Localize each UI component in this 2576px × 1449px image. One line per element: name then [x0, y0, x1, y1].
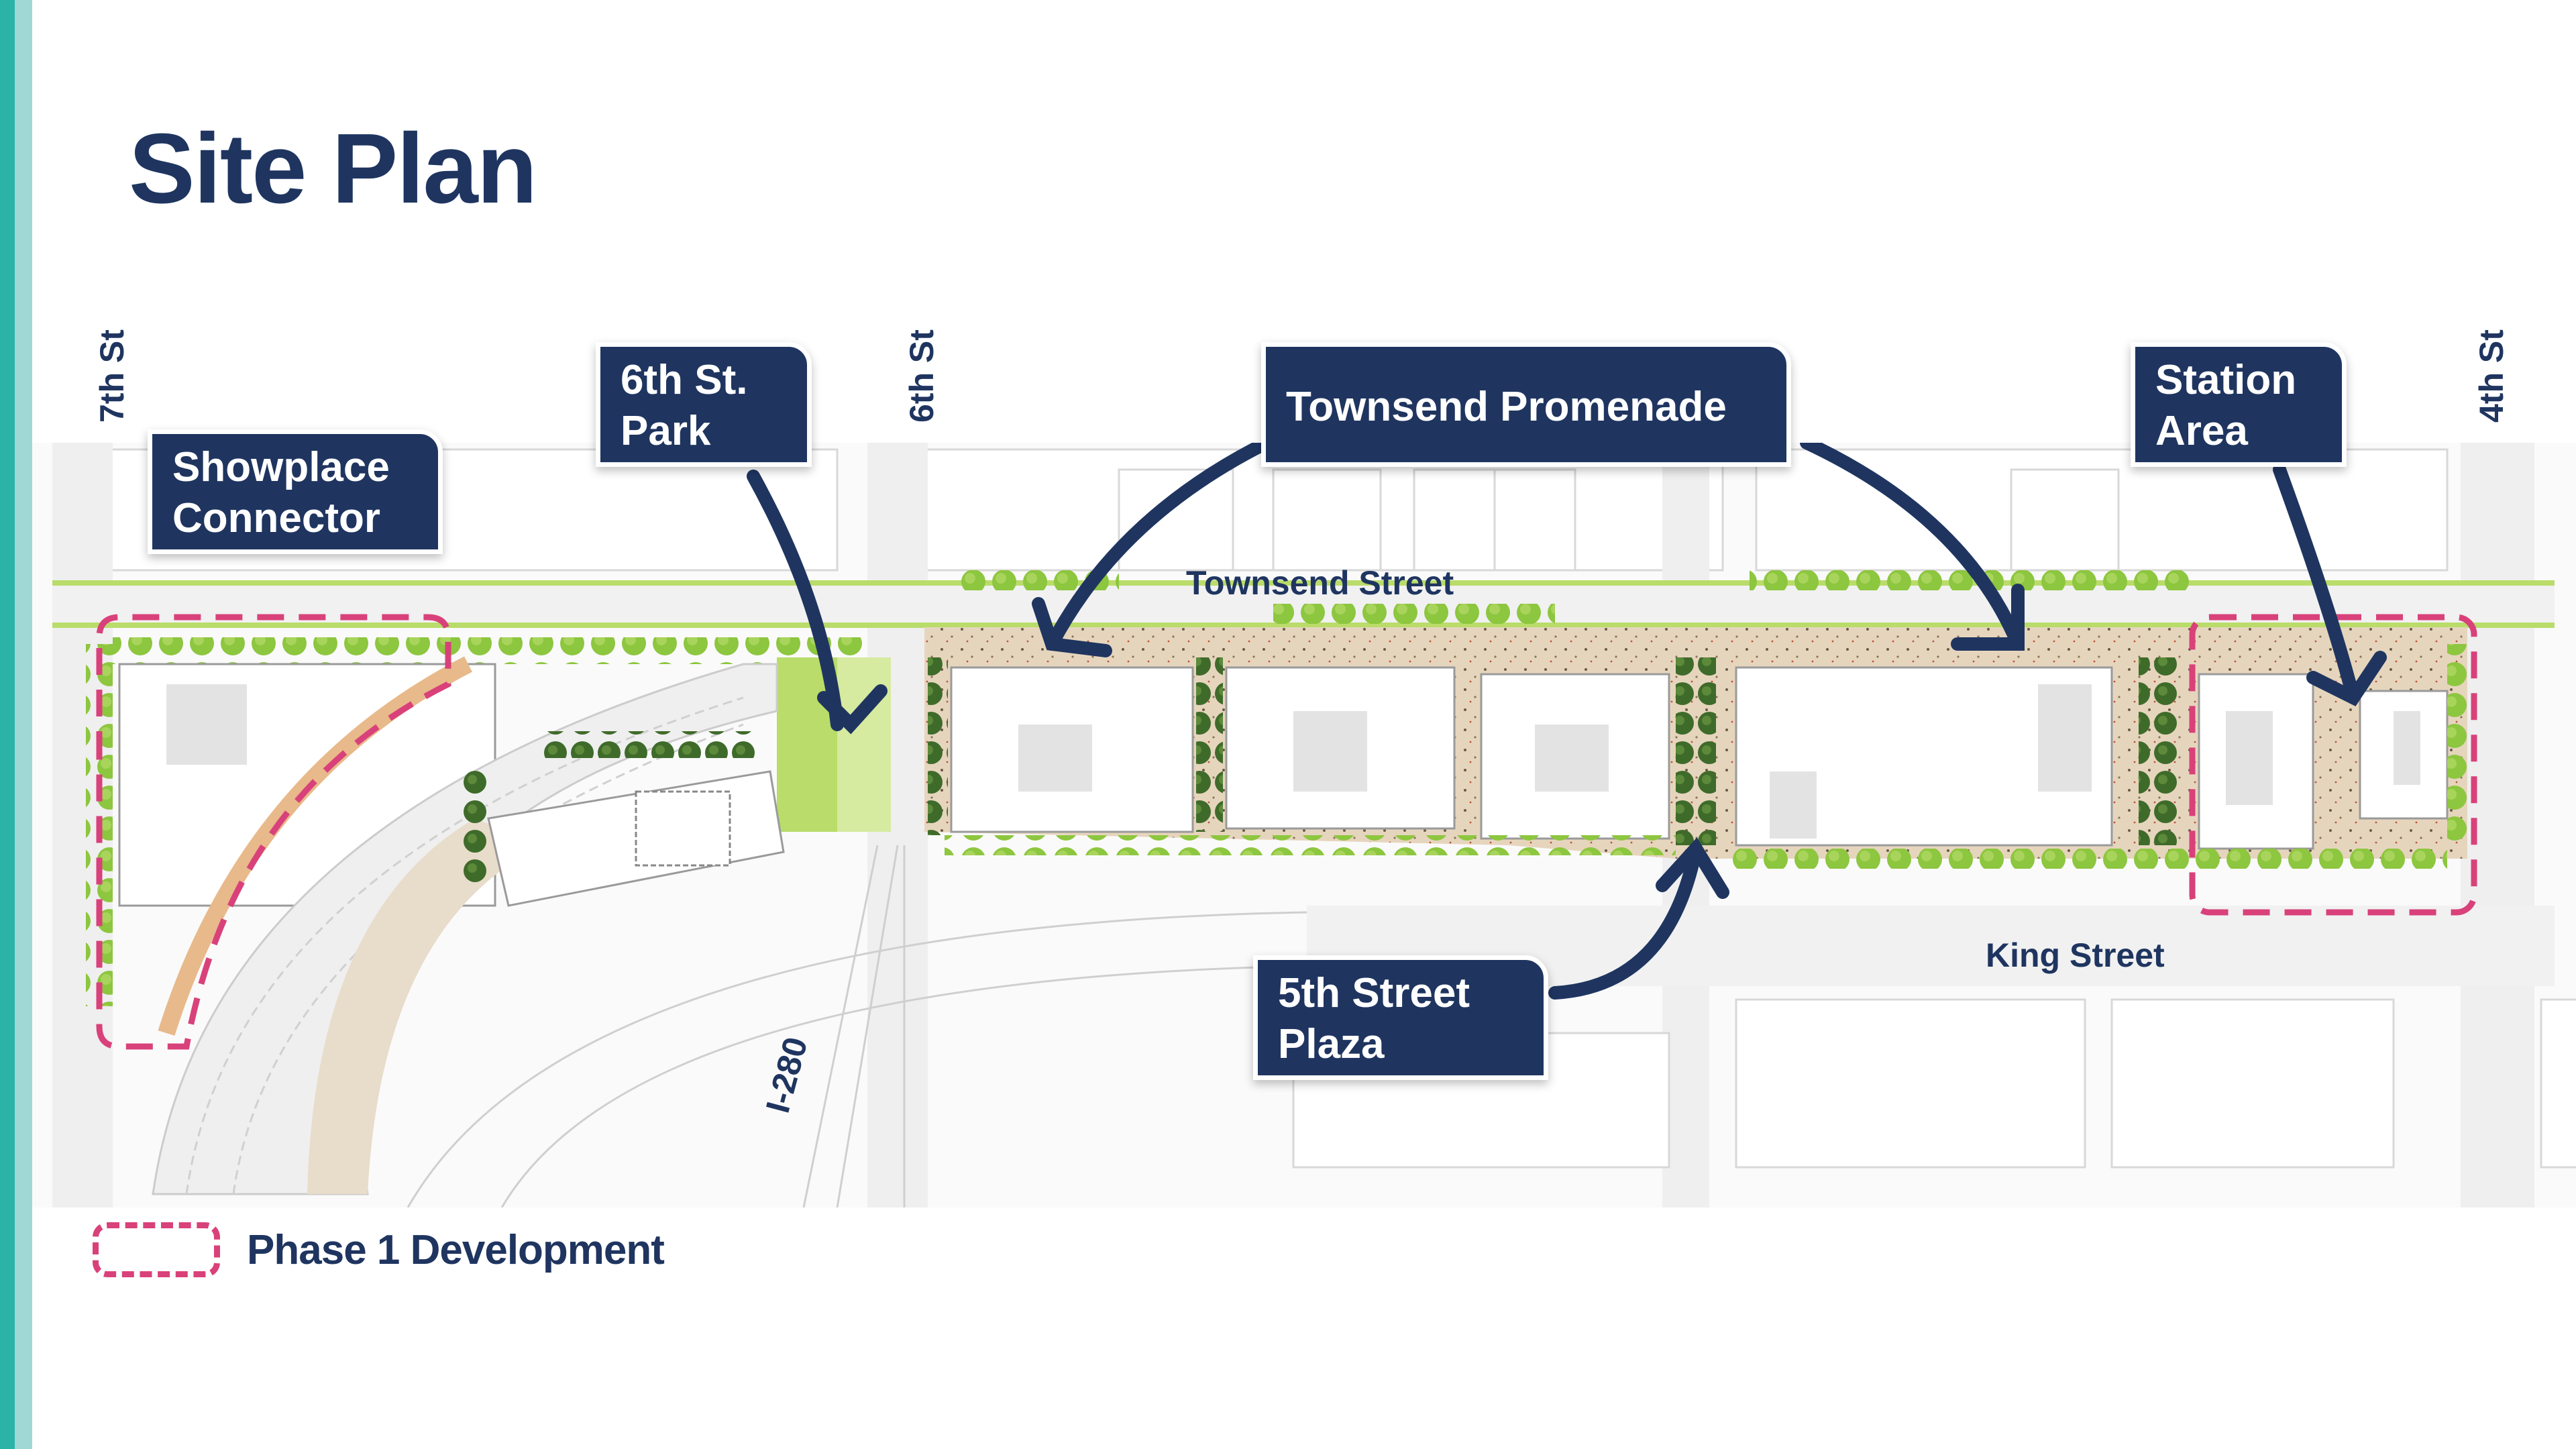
legend-label-phase1: Phase 1 Development — [247, 1226, 665, 1273]
phase1-dashed-outline-icon — [93, 1222, 220, 1277]
callout-showplace-connector: Showplace Connector — [148, 429, 443, 554]
cross-street-7th-label: 7th St — [93, 329, 131, 423]
callout-line: Area — [2155, 408, 2248, 454]
callout-sixth-st-park: 6th St. Park — [596, 342, 812, 467]
king-street-label: King Street — [1986, 936, 2165, 974]
townsend-street-label: Townsend Street — [1186, 564, 1454, 602]
callout-line: 6th St. — [621, 357, 748, 403]
accent-bar-light — [15, 0, 32, 1449]
callout-townsend-promenade: Townsend Promenade — [1261, 342, 1791, 467]
callout-line: 5th Street — [1278, 970, 1470, 1016]
callout-line: Station — [2155, 357, 2297, 403]
callout-fifth-street-plaza: 5th Street Plaza — [1253, 955, 1548, 1080]
accent-bar-dark — [0, 0, 15, 1449]
legend: Phase 1 Development — [93, 1220, 665, 1280]
callout-line: Park — [621, 408, 711, 454]
cross-street-4th-label: 4th St — [2473, 329, 2510, 423]
site-plan-map — [32, 443, 2576, 1208]
callout-line: Showplace — [172, 444, 390, 490]
callout-station-area: Station Area — [2131, 342, 2347, 467]
callout-line: Connector — [172, 495, 380, 541]
callout-line: Townsend Promenade — [1286, 384, 1727, 430]
page-title: Site Plan — [129, 113, 537, 224]
cross-street-6th-label: 6th St — [903, 329, 941, 423]
callout-line: Plaza — [1278, 1021, 1385, 1067]
